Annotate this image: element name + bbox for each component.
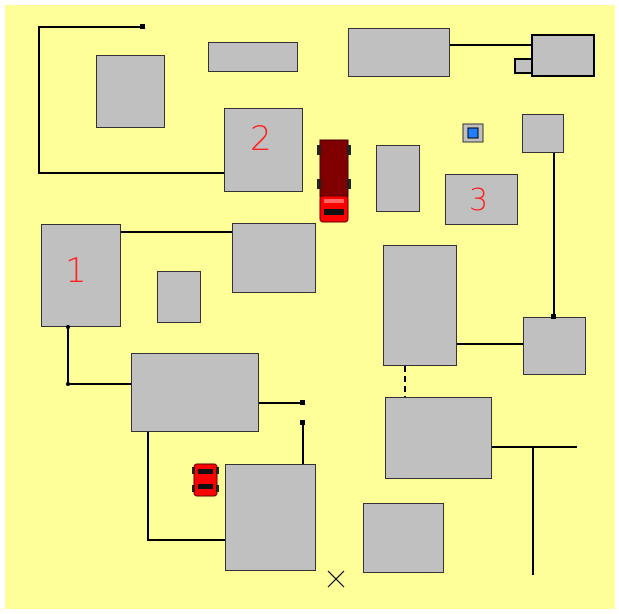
wire-end [300,400,305,405]
wire-node [551,314,556,319]
wire-end [300,420,305,425]
building-label-1: 1 [65,251,87,291]
building-label-2: 2 [250,119,272,159]
wire-lowerleft-bottom [147,432,225,541]
building-small-square [157,271,201,323]
building-top-small [208,42,298,72]
building-center-large [383,245,457,366]
car-icon [192,463,219,497]
x-mark-icon [327,570,345,588]
wire-topleft-loop [38,26,224,174]
wire-end [140,24,145,29]
game-board[interactable]: 1 2 3 [5,5,615,609]
map-overlay [38,24,595,588]
building-label-3: 3 [469,183,489,218]
building-3 [445,174,518,225]
blue-item-icon [462,123,484,143]
building-bottom-center [363,503,444,573]
truck-icon [317,139,351,223]
building-right-mid [523,317,586,375]
building-center-tall [376,145,420,212]
building-lower-center [385,397,492,479]
building-top-right-wide [348,28,450,77]
building-bottom-left [225,464,316,571]
building-lower-left-wide [131,353,259,432]
wires [38,26,577,575]
building-topleft [96,55,165,128]
machine-icon [514,34,595,77]
wire-b1-lower [67,327,131,385]
building-right-small [522,114,564,153]
wire-node [66,325,70,329]
wire-node [66,382,70,386]
wire-ends [66,24,556,425]
building-mid-left [232,223,316,293]
building-2 [224,108,303,192]
building-1 [41,224,121,327]
